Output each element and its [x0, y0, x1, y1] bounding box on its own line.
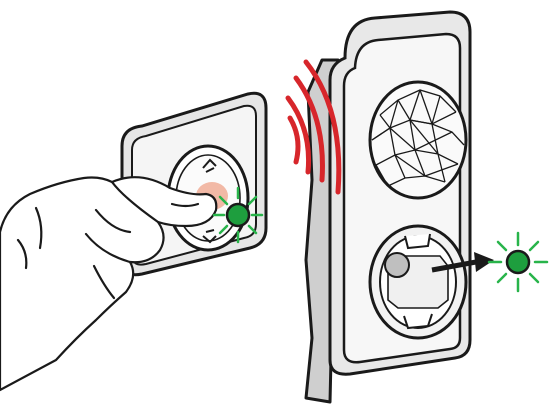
- led-green-icon: [487, 231, 549, 293]
- receiver-device: [328, 10, 549, 376]
- motion-sensor-icon: [368, 80, 468, 200]
- hand-icon: [0, 176, 218, 392]
- power-socket-icon: [368, 224, 468, 340]
- rocker-down-icon: [202, 229, 217, 244]
- radio-wave-icon: [285, 59, 342, 195]
- rocker-up-icon: [202, 158, 217, 173]
- led-green-icon: [212, 186, 264, 244]
- arrow-icon: [431, 252, 494, 273]
- status-indicator-grey: [384, 252, 410, 278]
